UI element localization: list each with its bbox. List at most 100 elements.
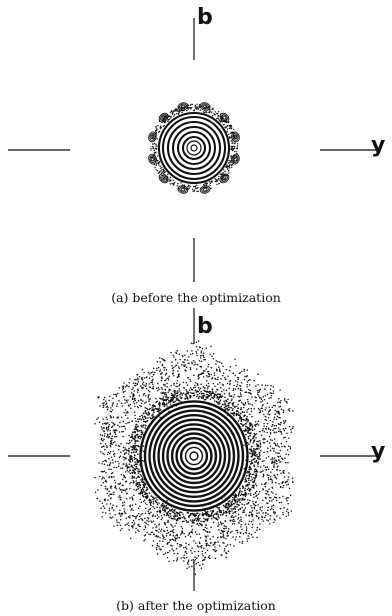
scatter-point (234, 374, 236, 377)
scatter-point (252, 502, 255, 505)
scatter-point (178, 384, 181, 387)
scatter-point (183, 554, 185, 556)
scatter-point (231, 499, 234, 501)
scatter-point (140, 424, 142, 427)
scatter-point (260, 471, 263, 473)
torus-ring (166, 120, 222, 176)
scatter-point (141, 432, 144, 435)
scatter-point (253, 493, 255, 496)
scatter-point (222, 509, 225, 512)
scatter-point (118, 512, 121, 514)
scatter-point (205, 111, 208, 113)
scatter-point (110, 475, 113, 478)
scatter-point (204, 398, 207, 401)
scatter-point (142, 426, 144, 428)
scatter-point (124, 481, 127, 483)
scatter-point (119, 529, 122, 532)
scatter-point (167, 173, 169, 176)
scatter-point (185, 547, 188, 550)
scatter-point (179, 383, 181, 386)
scatter-point (264, 466, 267, 469)
scatter-point (237, 387, 240, 390)
scatter-point (263, 422, 265, 425)
scatter-point (149, 417, 151, 419)
scatter-point (157, 366, 160, 369)
scatter-point (280, 472, 282, 474)
scatter-point (259, 471, 262, 473)
scatter-point (237, 143, 239, 145)
scatter-point (146, 420, 148, 423)
scatter-point (126, 401, 128, 403)
island-orbit (202, 187, 208, 192)
scatter-point (140, 475, 143, 477)
scatter-point (198, 106, 200, 109)
scatter-point (221, 362, 223, 365)
scatter-point (155, 143, 157, 146)
scatter-point (175, 534, 177, 537)
scatter-point (165, 534, 168, 537)
scatter-point (129, 504, 131, 507)
scatter-point (168, 516, 170, 519)
scatter-point (232, 396, 235, 398)
scatter-point (253, 507, 256, 510)
scatter-point (123, 411, 125, 414)
scatter-point (199, 109, 202, 111)
scatter-point (134, 417, 136, 420)
scatter-point (169, 180, 171, 182)
scatter-point (247, 436, 250, 438)
scatter-point (124, 398, 126, 401)
scatter-point (211, 181, 213, 183)
axis-label-y: y (371, 439, 385, 464)
scatter-point (166, 512, 169, 515)
scatter-point (244, 507, 247, 509)
scatter-point (222, 522, 224, 525)
scatter-point (140, 425, 143, 428)
scatter-point (203, 394, 206, 397)
scatter-point (132, 480, 135, 482)
scatter-point (130, 440, 133, 442)
scatter-point (177, 370, 179, 373)
scatter-point (242, 533, 245, 535)
scatter-point (243, 368, 245, 371)
scatter-point (196, 363, 199, 366)
scatter-point (209, 398, 212, 401)
scatter-point (194, 106, 196, 108)
scatter-point (279, 389, 281, 391)
scatter-point (196, 522, 199, 525)
scatter-point (129, 436, 132, 438)
scatter-point (276, 460, 278, 463)
scatter-point (105, 426, 108, 429)
scatter-point (218, 528, 220, 531)
scatter-point (195, 562, 198, 565)
scatter-point (257, 420, 260, 423)
scatter-point (230, 505, 232, 507)
scatter-point (160, 518, 163, 521)
scatter-point (287, 502, 289, 505)
scatter-point (162, 358, 164, 361)
scatter-point (138, 435, 141, 437)
scatter-point (276, 443, 279, 445)
scatter-point (217, 401, 220, 404)
scatter-point (243, 415, 245, 418)
scatter-point (214, 377, 216, 380)
scatter-point (193, 514, 195, 516)
torus-ring (161, 423, 227, 489)
scatter-point (182, 355, 184, 357)
scatter-point (156, 499, 158, 501)
scatter-point (285, 400, 288, 403)
scatter-point (250, 463, 252, 465)
scatter-point (124, 428, 127, 430)
scatter-point (253, 454, 256, 456)
scatter-point (171, 400, 174, 402)
scatter-point (278, 406, 280, 408)
scatter-point (122, 430, 124, 433)
scatter-point (185, 519, 187, 522)
scatter-point (113, 476, 115, 478)
scatter-point (133, 394, 135, 396)
scatter-point (246, 383, 248, 386)
scatter-point (163, 553, 165, 555)
scatter-point (196, 533, 198, 535)
scatter-point (147, 395, 150, 398)
scatter-point (140, 489, 143, 491)
scatter-point (261, 400, 264, 402)
